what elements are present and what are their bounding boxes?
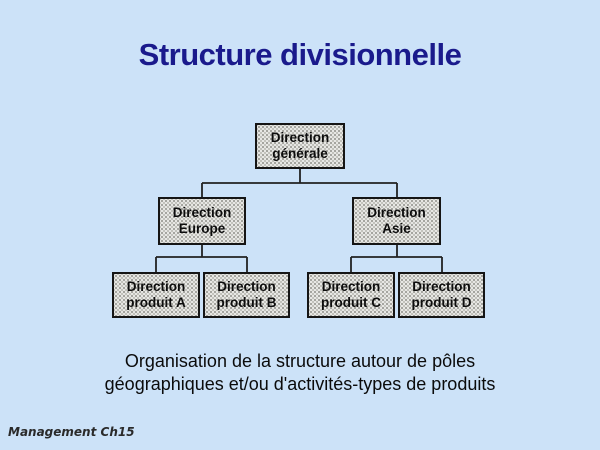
connector-lines bbox=[155, 169, 443, 272]
slide-title: Structure divisionnelle bbox=[138, 37, 462, 72]
caption-text: Organisation de la structure autour de p… bbox=[104, 351, 496, 394]
org-node-direction-produit-b: Direction produit B bbox=[203, 272, 290, 318]
org-node-direction-produit-a: Direction produit A bbox=[112, 272, 200, 318]
org-node-direction-produit-d: Direction produit D bbox=[398, 272, 485, 318]
org-node-direction-generale: Direction générale bbox=[255, 123, 345, 169]
org-node-direction-europe: Direction Europe bbox=[158, 197, 246, 245]
footer-label: Management Ch15 bbox=[8, 425, 135, 439]
org-node-direction-asie: Direction Asie bbox=[352, 197, 441, 245]
org-node-direction-produit-c: Direction produit C bbox=[307, 272, 395, 318]
